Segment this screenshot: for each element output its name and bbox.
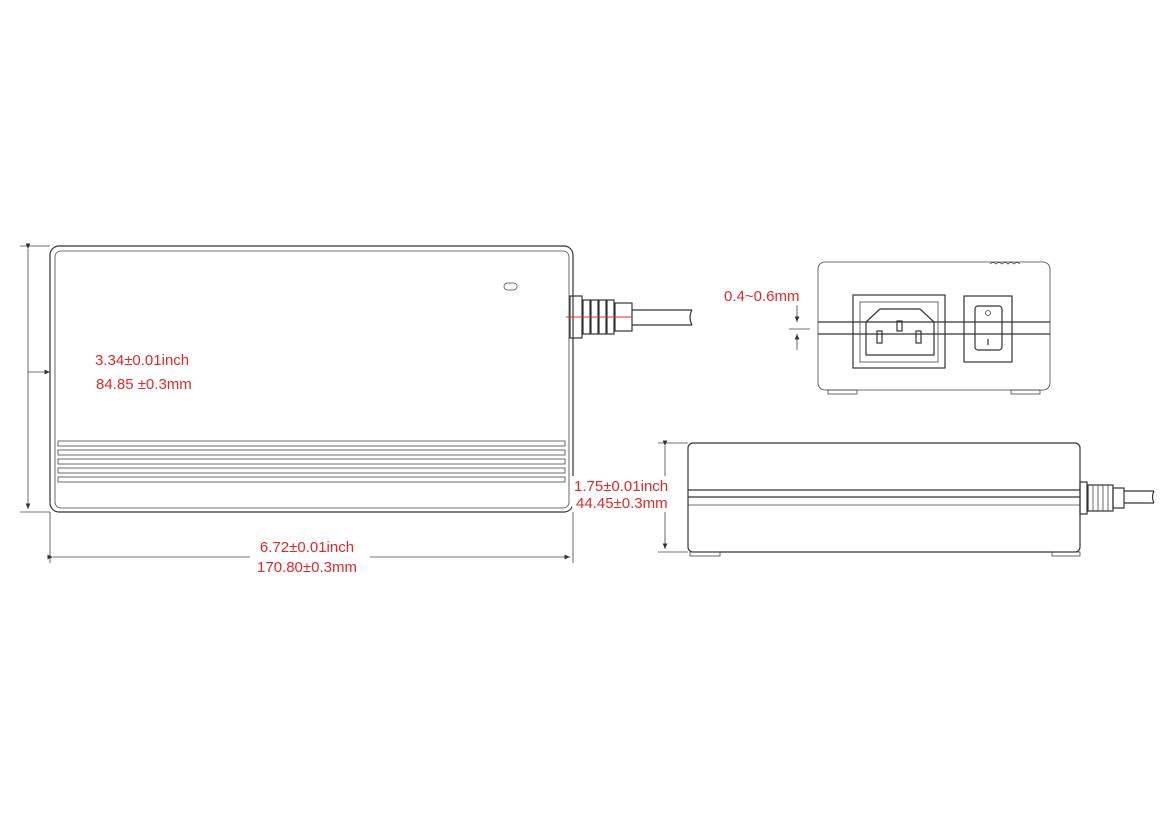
rocker-switch [974,305,1003,351]
vent-slots [57,440,566,483]
led-indicator [503,282,518,291]
top-height-inch: 3.34±0.01inch [95,352,189,369]
top-width-mm: 170.80±0.3mm [257,559,357,576]
front-gap-label: 0.4~0.6mm [724,288,799,305]
side-view: 1.75±0.01inch 44.45±0.3mm [572,440,1155,557]
cable-strain-relief [566,295,693,339]
top-height-mm: 84.85 ±0.3mm [96,376,192,393]
top-width-inch: 6.72±0.01inch [260,539,354,556]
iec-c14-socket [865,308,935,356]
side-cable-strain-relief [1079,481,1155,515]
top-view: 3.34±0.01inch 84.85 ±0.3mm 6.72±0.01inch… [20,243,693,576]
side-height-mm: 44.45±0.3mm [576,495,668,512]
front-view: 0.4~0.6mm [724,261,1051,395]
side-height-inch: 1.75±0.01inch [574,478,668,495]
